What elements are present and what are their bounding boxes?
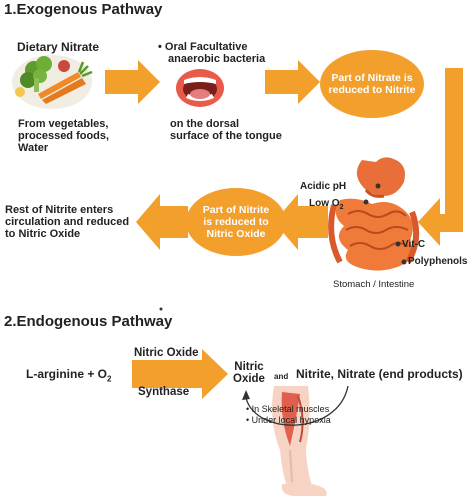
sources-line: From vegetables, (18, 118, 109, 130)
nitric-oxide-line: Nitric (234, 361, 264, 373)
low-o2-label: Low O2 (309, 198, 343, 214)
nitric-oxide-label: Nitric Oxide (233, 361, 265, 385)
oval-line: Part of Nitrite (202, 204, 270, 216)
stomach-caption: Stomach / Intestine (333, 279, 415, 290)
low-o2-main: Low O (309, 198, 340, 209)
sources-line: processed foods, (18, 130, 110, 142)
polyphenols-label: Polyphenols (408, 256, 468, 267)
oval-line: reduced to Nitrite (328, 84, 416, 96)
vegetables-icon (12, 55, 93, 109)
oval-line: Nitric Oxide (206, 228, 266, 240)
oval-nitrite-to-no (186, 188, 286, 256)
oval-nitrate-to-nitrite (320, 50, 424, 118)
oval-line: Part of Nitrate is (331, 72, 413, 84)
bullet-dot: • (246, 404, 252, 414)
arrow-nos (132, 349, 228, 399)
mouth-icon (176, 69, 224, 107)
bullet-dot: • (246, 415, 252, 425)
end-products-label: Nitrite, Nitrate (end products) (296, 367, 463, 381)
rest-line: to Nitric Oxide (5, 228, 81, 240)
leg-muscle-icon (272, 386, 327, 496)
tongue-line: on the dorsal (170, 118, 240, 130)
oval-nitrite-text: Part of Nitrite is reduced to Nitric Oxi… (186, 188, 286, 256)
arrow-oval-to-rest (136, 194, 188, 250)
bullet-text: Under local hypoxia (251, 415, 331, 425)
bullet-dot: • (158, 41, 165, 53)
bacteria-line: Oral Facultative (164, 41, 248, 53)
exogenous-title: 1.Exogenous Pathway (4, 1, 163, 18)
l-arginine-label: L-arginine + O2 (26, 368, 111, 385)
l-arginine-main: L-arginine + O (26, 367, 108, 381)
nitric-oxide-line: Oxide (233, 373, 265, 385)
arrow-mouth-to-oval (265, 60, 320, 104)
stomach-intestine-icon (328, 157, 420, 271)
arrow-gut-to-oval (274, 194, 328, 250)
rest-of-nitrite-text: Rest of Nitrite enters circulation and r… (5, 204, 129, 240)
arrow-oval-to-gut (418, 68, 463, 246)
bacteria-line: anaerobic bacteria (168, 53, 266, 65)
sources-line: Water (18, 142, 49, 154)
nos-label-top: Nitric Oxide (134, 347, 199, 359)
low-o2-sub: 2 (339, 204, 344, 211)
oval-line: is reduced to (203, 216, 269, 228)
acidic-ph-label: Acidic pH (300, 181, 347, 192)
nos-label-bottom: Synthase (138, 386, 190, 398)
oval-nitrate-text: Part of Nitrate is reduced to Nitrite (320, 50, 424, 118)
bacteria-text: • Oral Facultative anaerobic bacteria (158, 41, 265, 65)
and-label: and (274, 372, 289, 381)
curved-arrow-head (242, 390, 250, 400)
vitc-label: Vit-C (402, 239, 426, 250)
endogenous-title: 2.Endogenous Pathway (4, 313, 173, 330)
leg-bullets: • In Skeletal muscles • Under local hypo… (246, 404, 331, 426)
curved-feedback-arrow (245, 385, 349, 426)
l-arginine-sub: 2 (107, 374, 112, 384)
dietary-nitrate-label: Dietary Nitrate (17, 40, 100, 54)
tongue-text: on the dorsal surface of the tongue (170, 118, 282, 142)
rest-line: circulation and reduced (5, 216, 130, 228)
bullet-text: In Skeletal muscles (251, 404, 330, 414)
sources-text: From vegetables, processed foods, Water (18, 118, 109, 154)
stray-dot (159, 307, 163, 311)
arrow-veg-to-mouth (105, 60, 160, 104)
rest-line: Rest of Nitrite enters (5, 204, 114, 216)
tongue-line: surface of the tongue (170, 130, 282, 142)
